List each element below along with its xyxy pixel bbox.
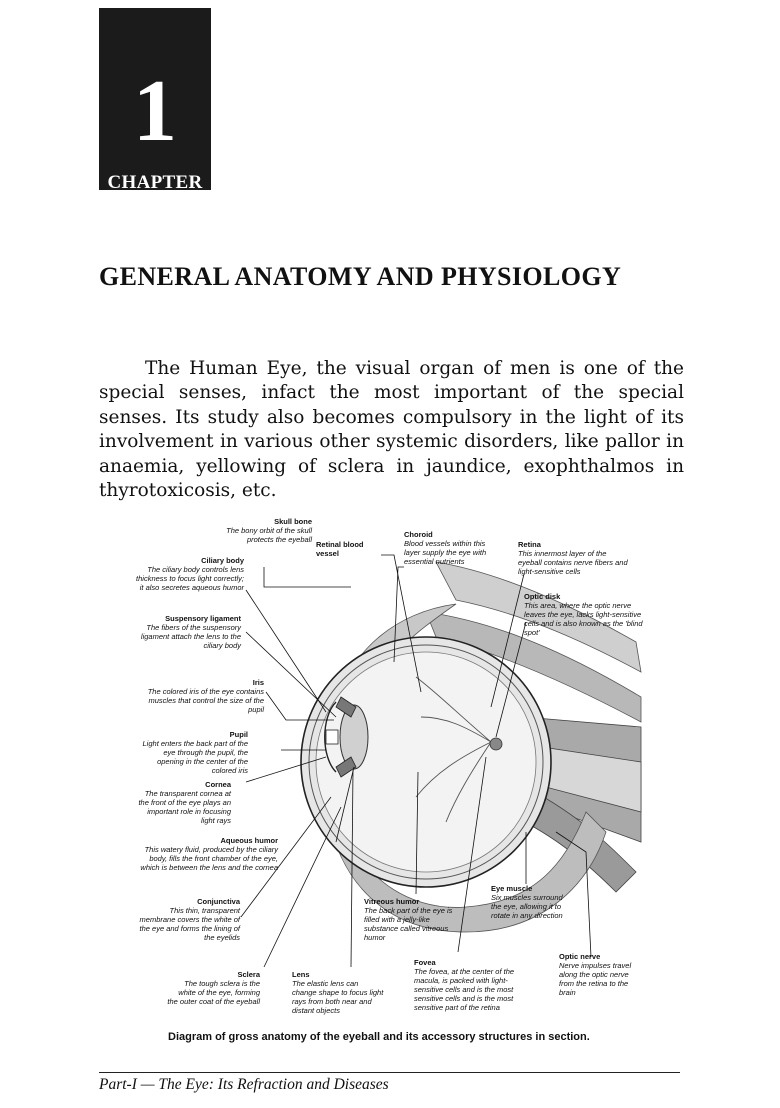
label-optic-nerve: Optic nerve Nerve impulses travel along … <box>559 952 632 997</box>
label-choroid: Choroid Blood vessels within this layer … <box>404 530 487 566</box>
label-eye-muscle: Eye muscle Six muscles surround the eye,… <box>491 884 563 920</box>
chapter-number: 1 <box>133 63 177 160</box>
label-lens: Lens The elastic lens can change shape t… <box>292 970 384 1015</box>
chapter-badge: 1 CHAPTER <box>99 8 211 193</box>
label-suspensory-ligament: Suspensory ligament The fibers of the su… <box>140 614 241 650</box>
label-pupil: Pupil Light enters the back part of the … <box>142 730 248 775</box>
chapter-title: GENERAL ANATOMY AND PHYSIOLOGY <box>99 262 622 291</box>
chapter-label: CHAPTER <box>107 172 203 193</box>
intro-paragraph: The Human Eye, the visual organ of men i… <box>99 358 684 502</box>
label-fovea: Fovea The fovea, at the center of the ma… <box>414 958 515 1012</box>
label-iris: Iris The colored iris of the eye contain… <box>147 678 264 714</box>
running-footer: Part-I — The Eye: Its Refraction and Dis… <box>99 1076 389 1093</box>
label-ciliary-body: Ciliary body The ciliary body controls l… <box>136 556 244 592</box>
label-skull-bone: Skull bone The bony orbit of the skull p… <box>226 517 312 544</box>
footer-rule <box>99 1072 680 1073</box>
label-sclera: Sclera The tough sclera is the white of … <box>167 970 260 1006</box>
label-retinal-blood-vessel: Retinal blood vessel <box>316 540 364 558</box>
eye-anatomy-figure: Skull bone The bony orbit of the skull p… <box>136 512 650 1030</box>
eye-diagram-drawing <box>240 554 642 968</box>
label-cornea: Cornea The transparent cornea at the fro… <box>138 780 231 825</box>
label-conjunctiva: Conjunctiva This thin, transparent membr… <box>139 897 240 942</box>
figure-caption: Diagram of gross anatomy of the eyeball … <box>168 1031 590 1043</box>
label-vitreous-humor: Vitreous humor The back part of the eye … <box>364 897 453 942</box>
label-optic-disk: Optic disk This area, where the optic ne… <box>524 592 643 637</box>
label-retina: Retina This innermost layer of the eyeba… <box>518 540 628 576</box>
label-aqueous-humor: Aqueous humor This watery fluid, produce… <box>140 836 278 872</box>
